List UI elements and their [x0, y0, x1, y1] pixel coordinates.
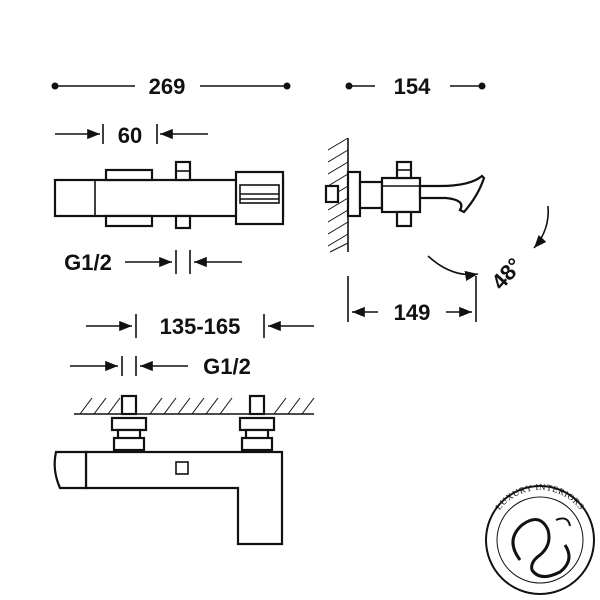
dimension-center-distance: 135-165: [86, 314, 314, 339]
dimension-angle: 48°: [427, 205, 550, 294]
dim-inlet-offset-label: 60: [118, 123, 142, 148]
dimension-154: 154: [345, 74, 486, 99]
luxury-interiors-logo: LUXURY INTERIORS: [485, 482, 595, 595]
dim-thread-bottom-label: G1/2: [203, 354, 251, 379]
dim-side-depth-label: 154: [394, 74, 431, 99]
dim-top-width-label: 269: [149, 74, 186, 99]
front-view-mixer: [53, 394, 315, 546]
dim-center-distance-label: 135-165: [160, 314, 241, 339]
dimension-60: 60: [55, 123, 208, 148]
dim-thread-top-label: G1/2: [64, 250, 112, 275]
dimension-thread-bottom: G1/2: [70, 354, 251, 379]
side-view-mixer: [324, 137, 486, 253]
dim-spout-angle-label: 48°: [486, 253, 527, 294]
dimension-thread-top: G1/2: [64, 250, 242, 275]
dim-spout-reach-label: 149: [394, 300, 431, 325]
dimension-149: 149: [347, 276, 477, 325]
dimension-269: 269: [51, 74, 291, 99]
top-view-mixer: [53, 160, 285, 230]
